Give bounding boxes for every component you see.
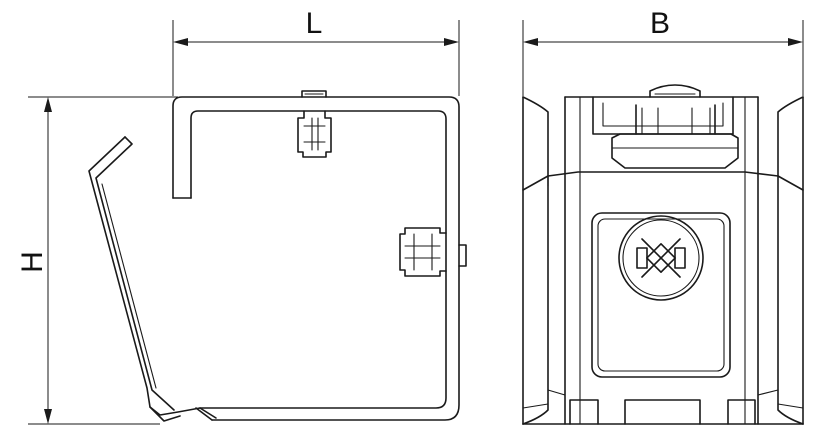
side-view-profile: [88, 90, 467, 422]
dimension-l: L: [172, 7, 460, 96]
front-view-body: [522, 84, 804, 425]
dimension-label-l: L: [306, 7, 323, 40]
dimension-b: B: [522, 7, 804, 96]
dimension-label-h: H: [16, 251, 49, 273]
screw-icon: [618, 215, 704, 301]
dimension-h: H: [16, 96, 178, 425]
dimension-label-b: B: [650, 7, 670, 40]
